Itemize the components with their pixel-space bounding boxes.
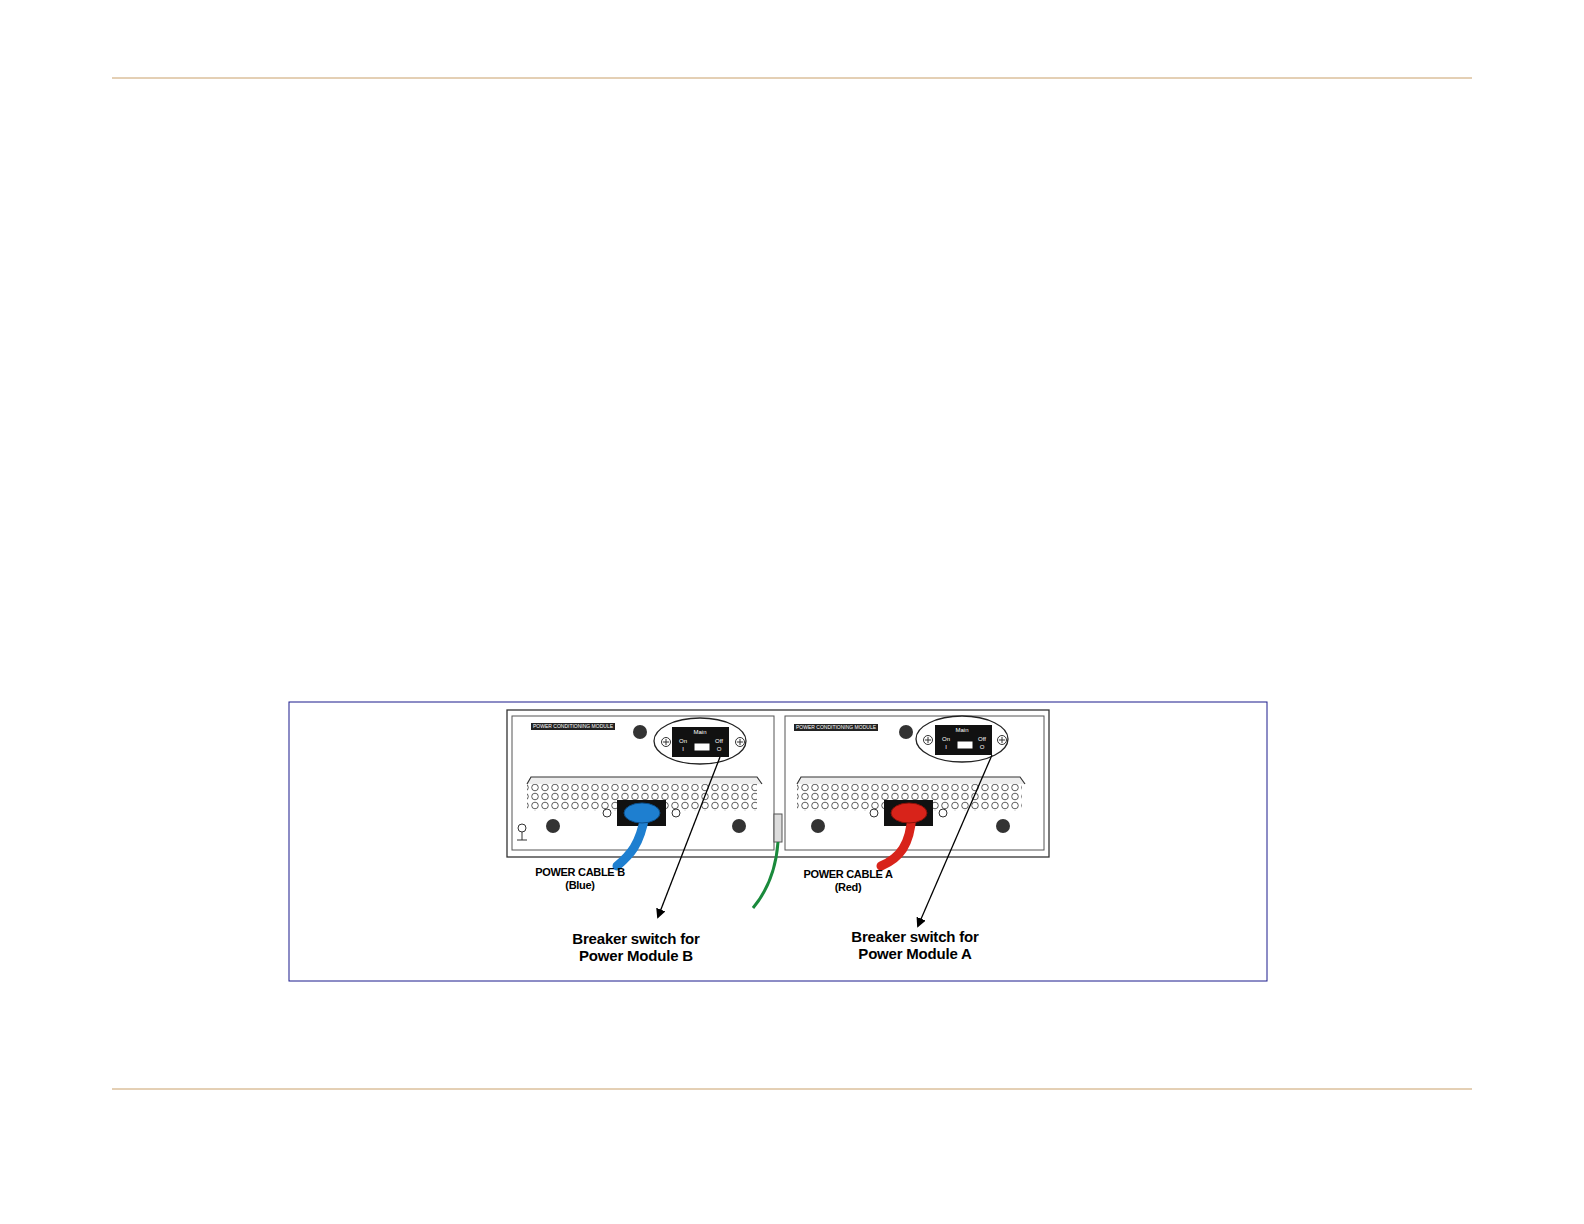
switch-label: On (942, 736, 950, 742)
switch-label: Off (978, 736, 986, 742)
callout-label: Breaker switch for Power Module B (556, 930, 716, 965)
switch-label: I (945, 744, 947, 750)
switch-label: I (682, 746, 684, 752)
blue-plug (624, 803, 660, 823)
switch-label: Main (955, 727, 968, 733)
switch-b (654, 718, 746, 764)
power-inlet (617, 800, 666, 826)
switch-label: On (679, 738, 687, 744)
module-tag: POWER CONDITIONING MODULE (794, 724, 878, 731)
switch-label: O (717, 746, 722, 752)
red-plug (891, 803, 927, 823)
callout-label: Breaker switch for Power Module A (835, 928, 995, 963)
chassis (507, 710, 1049, 857)
leader-arrow (658, 757, 720, 917)
ground-lug (774, 814, 782, 842)
ground-symbol (517, 824, 527, 840)
power-inlet (884, 800, 933, 826)
rule-line (112, 78, 1472, 79)
switch-a (916, 716, 1008, 762)
handle (527, 777, 762, 784)
switch-label: O (980, 744, 985, 750)
switch-label: Main (693, 729, 706, 735)
handle (797, 777, 1025, 784)
figure-frame (289, 702, 1267, 981)
module-tag: POWER CONDITIONING MODULE (531, 723, 615, 730)
ground-wire (753, 842, 778, 908)
cable-label: POWER CABLE B (Blue) (534, 866, 626, 891)
leader-arrow (918, 755, 992, 926)
switch-label: Off (715, 738, 723, 744)
cable-label: POWER CABLE A (Red) (802, 868, 894, 893)
rule-line (112, 1089, 1472, 1090)
